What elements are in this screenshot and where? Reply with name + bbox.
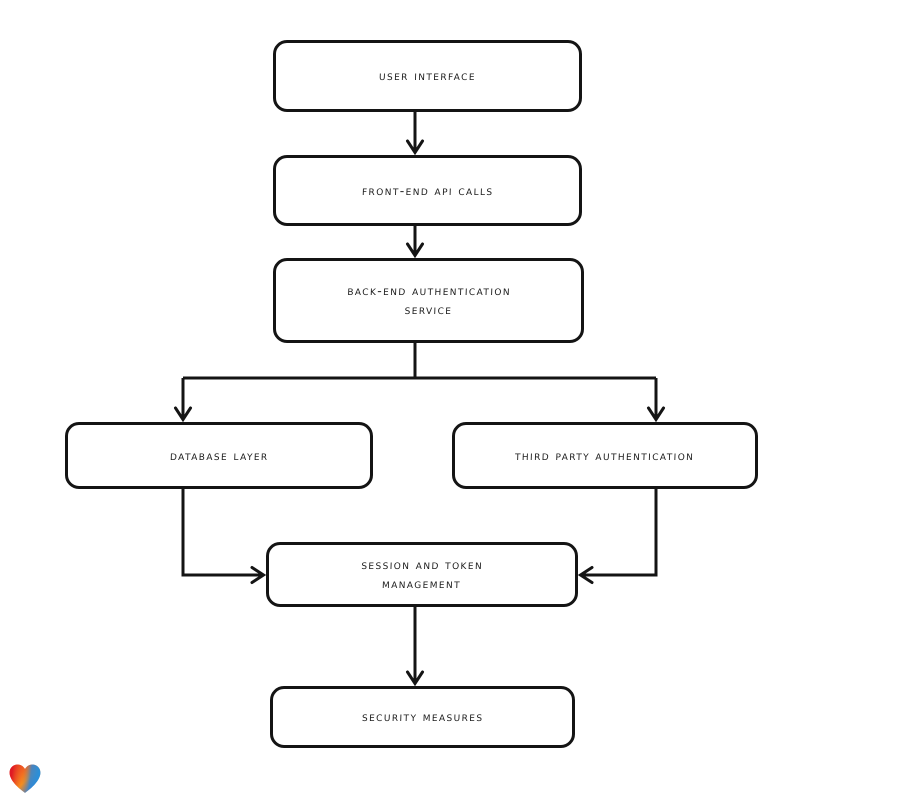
node-security-measures-label: SECURITY MEASURES	[361, 709, 484, 725]
heart-icon	[8, 762, 42, 796]
node-session-token-management-label: SESSION AND TOKEN MANAGEMENT	[361, 557, 484, 592]
edge-third-party-to-session	[577, 489, 658, 584]
node-third-party-authentication-label: THIRD PARTY AUTHENTICATION	[515, 447, 695, 463]
node-third-party-authentication[interactable]: THIRD PARTY AUTHENTICATION	[452, 422, 758, 489]
edge-ui-to-api	[406, 112, 424, 156]
node-security-measures[interactable]: SECURITY MEASURES	[270, 686, 575, 748]
edge-database-to-session	[181, 489, 267, 584]
node-frontend-api-calls-label: FRONT-END API CALLS	[361, 182, 494, 198]
edge-backend-branch-bus	[183, 343, 656, 380]
heart-icon-glyph	[9, 764, 41, 793]
node-backend-auth-service-label: BACK-END AUTHENTICATION SERVICE	[346, 283, 511, 318]
edge-backend-to-third-party	[647, 378, 665, 423]
node-session-token-management[interactable]: SESSION AND TOKEN MANAGEMENT	[266, 542, 578, 607]
node-user-interface[interactable]: USER INTERFACE	[273, 40, 582, 112]
edge-api-to-backend	[406, 226, 424, 259]
edge-session-to-security	[406, 607, 424, 687]
node-database-layer[interactable]: DATABASE LAYER	[65, 422, 373, 489]
node-user-interface-label: USER INTERFACE	[378, 68, 477, 84]
node-frontend-api-calls[interactable]: FRONT-END API CALLS	[273, 155, 582, 226]
node-database-layer-label: DATABASE LAYER	[169, 447, 269, 463]
node-backend-auth-service[interactable]: BACK-END AUTHENTICATION SERVICE	[273, 258, 584, 343]
edge-backend-to-database	[174, 378, 192, 423]
